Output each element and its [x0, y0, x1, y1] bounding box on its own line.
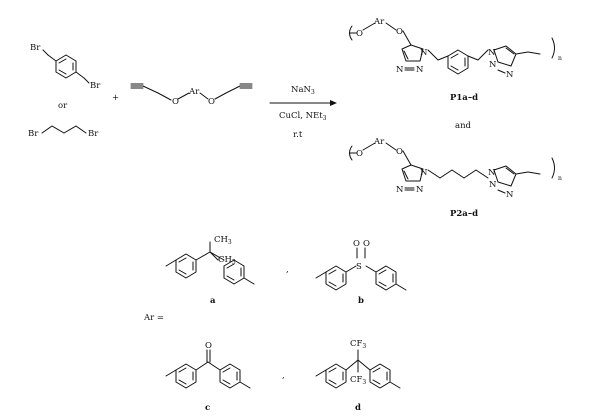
- dibromobutane: Br Br: [28, 125, 99, 139]
- bromine-atom: Br: [88, 129, 99, 139]
- methyl-group: CH3: [218, 255, 236, 266]
- oxygen-atom: O: [396, 27, 403, 37]
- nitrogen-atom: N: [506, 70, 514, 80]
- oxygen-atom: O: [172, 97, 179, 107]
- reagent-sodium-azide: NaN3: [291, 85, 315, 96]
- reaction-temperature: r.t: [293, 130, 303, 140]
- ar-structure-a: CH3 CH3: [165, 235, 255, 285]
- nitrogen-atom: N: [396, 185, 404, 195]
- dipropargyl-ether: O Ar O: [130, 83, 253, 107]
- nitrogen-atom: N: [489, 180, 497, 190]
- nitrogen-atom: N: [416, 65, 424, 75]
- structure-label-a: a: [210, 296, 216, 306]
- product-p2-label: P2a–d: [450, 209, 478, 219]
- aryl-label: Ar: [188, 87, 200, 97]
- nitrogen-atom: N: [488, 48, 496, 58]
- product-p1-label: P1a–d: [450, 93, 478, 103]
- bromine-atom: Br: [90, 81, 101, 91]
- aryl-label: Ar: [373, 137, 385, 147]
- sulfur-atom: S: [356, 262, 362, 272]
- oxygen-atom: O: [396, 147, 403, 157]
- bromine-atom: Br: [30, 43, 41, 53]
- methyl-group: CH3: [214, 235, 232, 246]
- polymer-p1: O Ar O N N N N N N n: [349, 17, 562, 80]
- polymer-p2: O Ar O N N N N N N n: [349, 137, 562, 200]
- oxygen-atom: O: [363, 239, 370, 249]
- ar-structure-c: O: [165, 341, 251, 389]
- bis-bromomethyl-benzene: Br Br: [30, 43, 101, 91]
- trifluoromethyl-group: CF3: [350, 375, 366, 386]
- oxygen-atom: O: [356, 29, 363, 39]
- oxygen-atom: O: [208, 97, 215, 107]
- structure-label-b: b: [358, 296, 364, 306]
- ar-equals-label: Ar =: [143, 313, 164, 323]
- aryl-label: Ar: [373, 17, 385, 27]
- separator-comma: ,: [286, 265, 289, 275]
- bromine-atom: Br: [28, 129, 39, 139]
- ar-structure-b: S O O: [315, 239, 407, 291]
- separator-comma: ,: [282, 371, 285, 381]
- repeat-unit-subscript: n: [558, 175, 562, 182]
- nitrogen-atom: N: [420, 48, 428, 58]
- nitrogen-atom: N: [488, 168, 496, 178]
- structure-label-d: d: [355, 403, 361, 413]
- reagent-catalyst-base: CuCl, NEt3: [279, 111, 327, 122]
- nitrogen-atom: N: [489, 60, 497, 70]
- trifluoromethyl-group: CF3: [350, 339, 366, 350]
- oxygen-atom: O: [205, 341, 212, 351]
- or-label: or: [58, 101, 68, 111]
- structure-label-c: c: [205, 403, 210, 413]
- repeat-unit-subscript: n: [558, 55, 562, 62]
- nitrogen-atom: N: [396, 65, 404, 75]
- and-label: and: [455, 121, 472, 131]
- ar-structure-d: CF3 CF3: [315, 339, 401, 389]
- nitrogen-atom: N: [506, 190, 514, 200]
- oxygen-atom: O: [356, 149, 363, 159]
- plus-sign: +: [112, 93, 119, 103]
- oxygen-atom: O: [353, 239, 360, 249]
- reaction-arrow: [269, 100, 337, 106]
- nitrogen-atom: N: [420, 168, 428, 178]
- nitrogen-atom: N: [416, 185, 424, 195]
